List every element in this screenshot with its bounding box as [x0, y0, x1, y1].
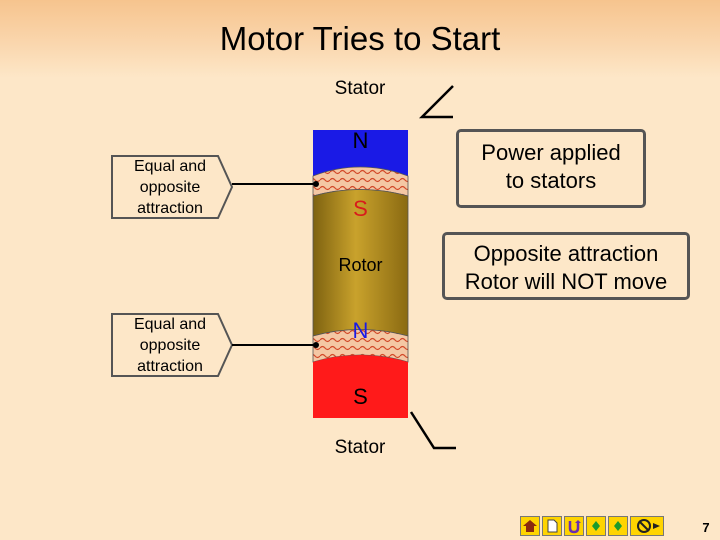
previous-icon[interactable]	[586, 516, 606, 536]
rotor-label: Rotor	[338, 255, 383, 275]
left-note-text-2: Equal and opposite attraction	[133, 316, 207, 375]
rotor-bottom-pole-label: N	[352, 318, 369, 343]
slide-title: Motor Tries to Start	[219, 20, 501, 57]
left-note-shape-1	[111, 155, 234, 219]
left-note-text-1: Equal and opposite attraction	[133, 158, 207, 217]
pointer-line-top	[418, 85, 454, 119]
next-icon[interactable]	[608, 516, 628, 536]
callout-power-applied: Power applied to stators	[456, 129, 646, 208]
bottom-stator	[313, 355, 408, 418]
return-icon[interactable]	[564, 516, 584, 536]
left-note-shape-2	[111, 313, 234, 377]
home-icon[interactable]	[520, 516, 540, 536]
exit-icon[interactable]	[630, 516, 664, 536]
title-band	[0, 0, 720, 78]
callout-rotor-will-not-move: Opposite attraction Rotor will NOT move	[442, 232, 690, 300]
pointer-line-bottom	[409, 411, 456, 450]
connector-dot	[313, 181, 319, 187]
stator-label-bottom: Stator	[334, 437, 386, 458]
top-stator	[313, 130, 408, 176]
top-stator-pole-label: N	[352, 128, 369, 153]
rotor-top-pole-label: S	[353, 196, 368, 221]
page-number: 7	[702, 520, 710, 535]
stator-label-top: Stator	[334, 78, 386, 99]
connector-dot	[313, 342, 319, 348]
document-icon[interactable]	[542, 516, 562, 536]
bottom-stator-pole-label: S	[353, 384, 368, 409]
